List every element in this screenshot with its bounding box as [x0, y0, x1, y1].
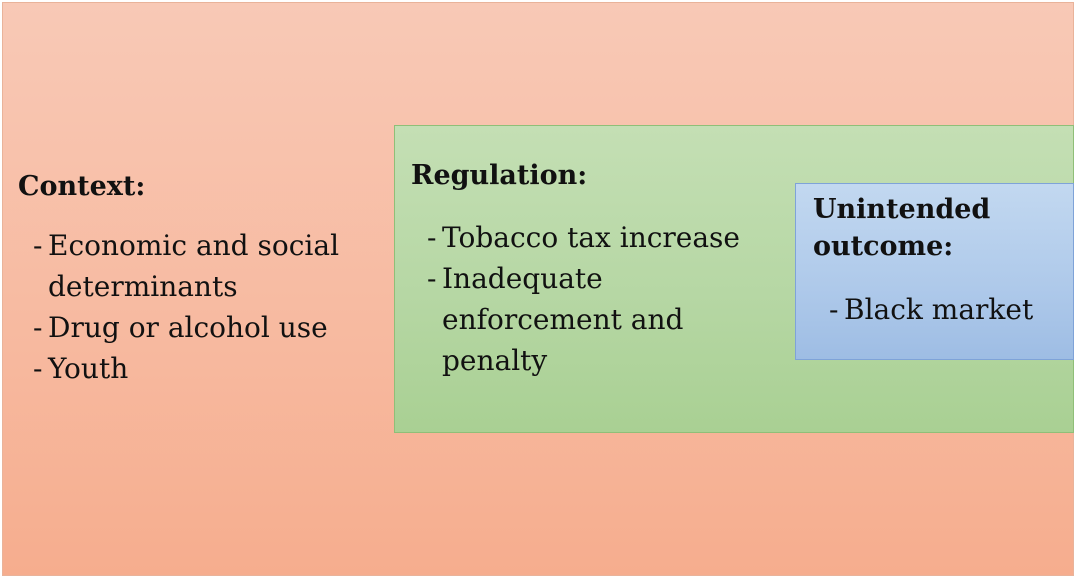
bullet-dash: - — [33, 352, 43, 385]
list-item: -Tobacco tax increase — [427, 217, 757, 258]
bullet-dash: - — [829, 293, 839, 326]
list-item: -Black market — [829, 289, 1069, 330]
list-item: -Drug or alcohol use — [33, 307, 373, 348]
context-list: -Economic and social determinants -Drug … — [33, 225, 373, 389]
regulation-list: -Tobacco tax increase -Inadequate enforc… — [427, 217, 757, 381]
context-heading: Context: — [18, 171, 146, 202]
list-item-text: Economic and social determinants — [48, 229, 340, 303]
list-item-text: Drug or alcohol use — [48, 311, 328, 344]
bullet-dash: - — [427, 221, 437, 254]
outcome-box — [795, 183, 1074, 360]
list-item: -Youth — [33, 348, 373, 389]
outcome-list: -Black market — [829, 289, 1069, 330]
bullet-dash: - — [33, 229, 43, 262]
bullet-dash: - — [33, 311, 43, 344]
list-item-text: Black market — [844, 293, 1034, 326]
outcome-heading: Unintended outcome: — [813, 194, 991, 262]
list-item-text: Tobacco tax increase — [442, 221, 740, 254]
list-item: -Inadequate enforcement and penalty — [427, 258, 757, 381]
list-item: -Economic and social determinants — [33, 225, 373, 307]
list-item-text: Inadequate enforcement and penalty — [442, 262, 684, 377]
bullet-dash: - — [427, 262, 437, 295]
list-item-text: Youth — [48, 352, 129, 385]
regulation-heading: Regulation: — [411, 160, 588, 191]
